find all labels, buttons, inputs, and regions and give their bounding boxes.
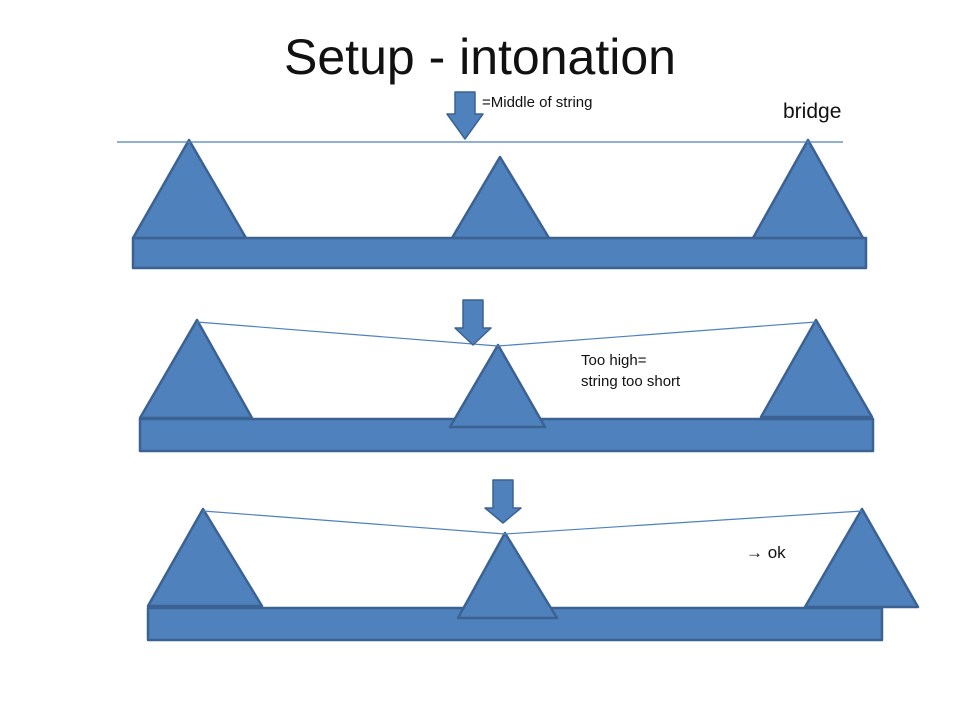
down-arrow-icon-1 xyxy=(446,91,484,140)
middle-of-string-label: =Middle of string xyxy=(482,94,593,111)
slide-title: Setup - intonation xyxy=(284,29,676,85)
bridge-triangle-1 xyxy=(751,138,865,240)
diagram-3-ok xyxy=(146,479,920,642)
down-arrow-icon-3 xyxy=(484,479,522,524)
diagram-2-too-high xyxy=(138,299,875,453)
ok-label: → ok xyxy=(746,543,786,562)
bridge-label: bridge xyxy=(783,100,842,123)
too-high-label-line2: string too short xyxy=(581,373,681,390)
down-arrow-icon-2 xyxy=(454,299,492,346)
fingerboard-bar-1 xyxy=(131,236,868,270)
middle-fret-triangle-1 xyxy=(450,155,551,240)
string-line-2 xyxy=(196,321,817,347)
nut-triangle-2 xyxy=(138,318,254,420)
string-line-3 xyxy=(202,510,863,535)
middle-fret-triangle-2 xyxy=(448,343,547,429)
nut-triangle-1 xyxy=(131,138,248,240)
bridge-triangle-2 xyxy=(759,318,874,419)
too-high-label-line1: Too high= xyxy=(581,352,647,369)
bridge-triangle-3 xyxy=(803,507,920,609)
middle-fret-triangle-3 xyxy=(456,531,559,620)
diagram-1-string-level xyxy=(117,91,868,270)
too-high-label: Too high= string too short xyxy=(581,350,680,392)
nut-triangle-3 xyxy=(146,507,264,608)
